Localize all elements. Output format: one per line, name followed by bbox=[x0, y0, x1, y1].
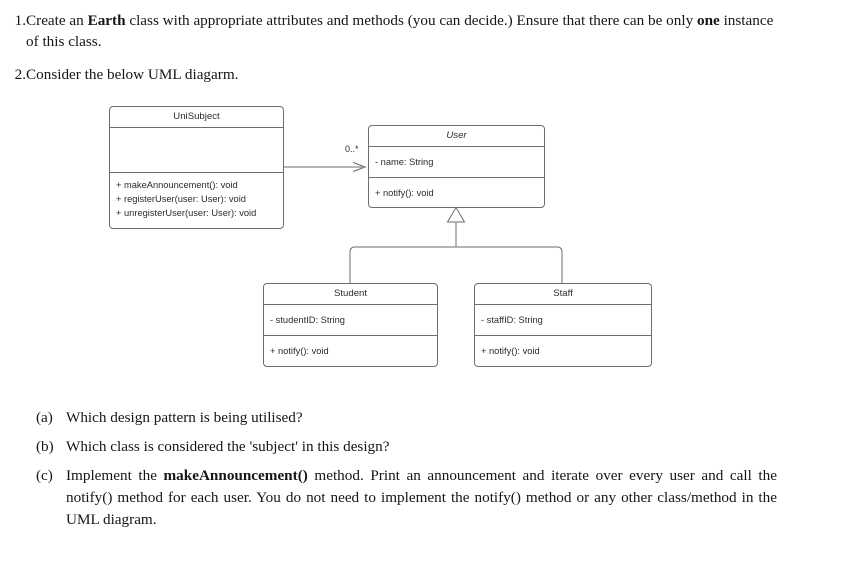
uml-attributes-compartment: - name: String bbox=[369, 147, 544, 178]
q1-seg-2: class with appropriate attributes and me… bbox=[125, 12, 697, 29]
subquestion-text: Which class is considered the 'subject' … bbox=[66, 436, 777, 458]
generalization-triangle-icon bbox=[446, 206, 466, 247]
multiplicity-label: 0..* bbox=[345, 144, 359, 154]
uml-methods-compartment: + notify(): void bbox=[369, 178, 544, 207]
subquestion-item-a: (a) Which design pattern is being utilis… bbox=[0, 407, 855, 429]
uml-methods-compartment: + notify(): void bbox=[475, 336, 651, 366]
subquestion-item-b: (b) Which class is considered the 'subje… bbox=[0, 436, 855, 458]
uml-method-row: + makeAnnouncement(): void bbox=[116, 180, 238, 190]
uml-methods-compartment: + notify(): void bbox=[264, 336, 437, 366]
uml-method-row: + registerUser(user: User): void bbox=[116, 194, 246, 204]
q1-seg-0: Create an bbox=[26, 12, 88, 29]
uml-method-row: + notify(): void bbox=[270, 346, 329, 356]
subquestion-label: (b) bbox=[36, 438, 54, 455]
uml-attribute-row: - studentID: String bbox=[270, 315, 345, 325]
question-number: 2. bbox=[14, 66, 26, 83]
association-unisubject-user bbox=[284, 161, 367, 173]
uml-attributes-compartment: - staffID: String bbox=[475, 305, 651, 336]
q1-seg-4: instance of this class. bbox=[26, 12, 774, 50]
uml-class-title: Student bbox=[264, 284, 437, 305]
uml-class-title: User bbox=[369, 126, 544, 147]
question-item-2: 2. Consider the below UML diagarm. bbox=[0, 64, 855, 85]
uml-methods-compartment: + makeAnnouncement(): void + registerUse… bbox=[110, 173, 283, 225]
q1-seg-3: one bbox=[696, 12, 720, 29]
sc-seg-1: makeAnnouncement() bbox=[163, 467, 308, 484]
uml-method-row: + notify(): void bbox=[375, 188, 434, 198]
uml-attribute-row: - staffID: String bbox=[481, 315, 543, 325]
subquestion-list: (a) Which design pattern is being utilis… bbox=[0, 407, 855, 538]
uml-class-title: Staff bbox=[475, 284, 651, 305]
uml-class-title: UniSubject bbox=[110, 107, 283, 128]
uml-class-unisubject[interactable]: UniSubject + makeAnnouncement(): void + … bbox=[109, 106, 284, 229]
uml-method-row: + notify(): void bbox=[481, 346, 540, 356]
uml-class-staff[interactable]: Staff - staffID: String + notify(): void bbox=[474, 283, 652, 367]
question-text: Create an Earth class with appropriate a… bbox=[26, 10, 775, 52]
uml-attribute-row: - name: String bbox=[375, 157, 434, 167]
sc-seg-2: method. Print an announcement and iterat… bbox=[66, 467, 777, 528]
question-text: Consider the below UML diagarm. bbox=[26, 64, 775, 85]
question-number: 1. bbox=[14, 12, 26, 29]
uml-class-student[interactable]: Student - studentID: String + notify(): … bbox=[263, 283, 438, 367]
uml-attributes-compartment bbox=[110, 128, 283, 173]
q2-seg-0: Consider the below UML diagarm. bbox=[26, 66, 239, 83]
subquestion-item-c: (c) Implement the makeAnnouncement() met… bbox=[0, 465, 855, 531]
sc-seg-0: Implement the bbox=[66, 467, 164, 484]
sb-seg-0: Which class is considered the 'subject' … bbox=[66, 438, 390, 455]
subquestion-label: (c) bbox=[36, 467, 53, 484]
subquestion-label: (a) bbox=[36, 409, 53, 426]
generalization-branch-lines bbox=[349, 246, 563, 283]
subquestion-text: Implement the makeAnnouncement() method.… bbox=[66, 465, 777, 531]
subquestion-text: Which design pattern is being utilised? bbox=[66, 407, 777, 429]
sa-seg-0: Which design pattern is being utilised? bbox=[66, 409, 303, 426]
uml-method-row: + unregisterUser(user: User): void bbox=[116, 208, 257, 218]
question-item-1: 1. Create an Earth class with appropriat… bbox=[0, 10, 855, 52]
q1-seg-1: Earth bbox=[87, 12, 126, 29]
uml-attributes-compartment: - studentID: String bbox=[264, 305, 437, 336]
uml-class-user[interactable]: User - name: String + notify(): void bbox=[368, 125, 545, 208]
